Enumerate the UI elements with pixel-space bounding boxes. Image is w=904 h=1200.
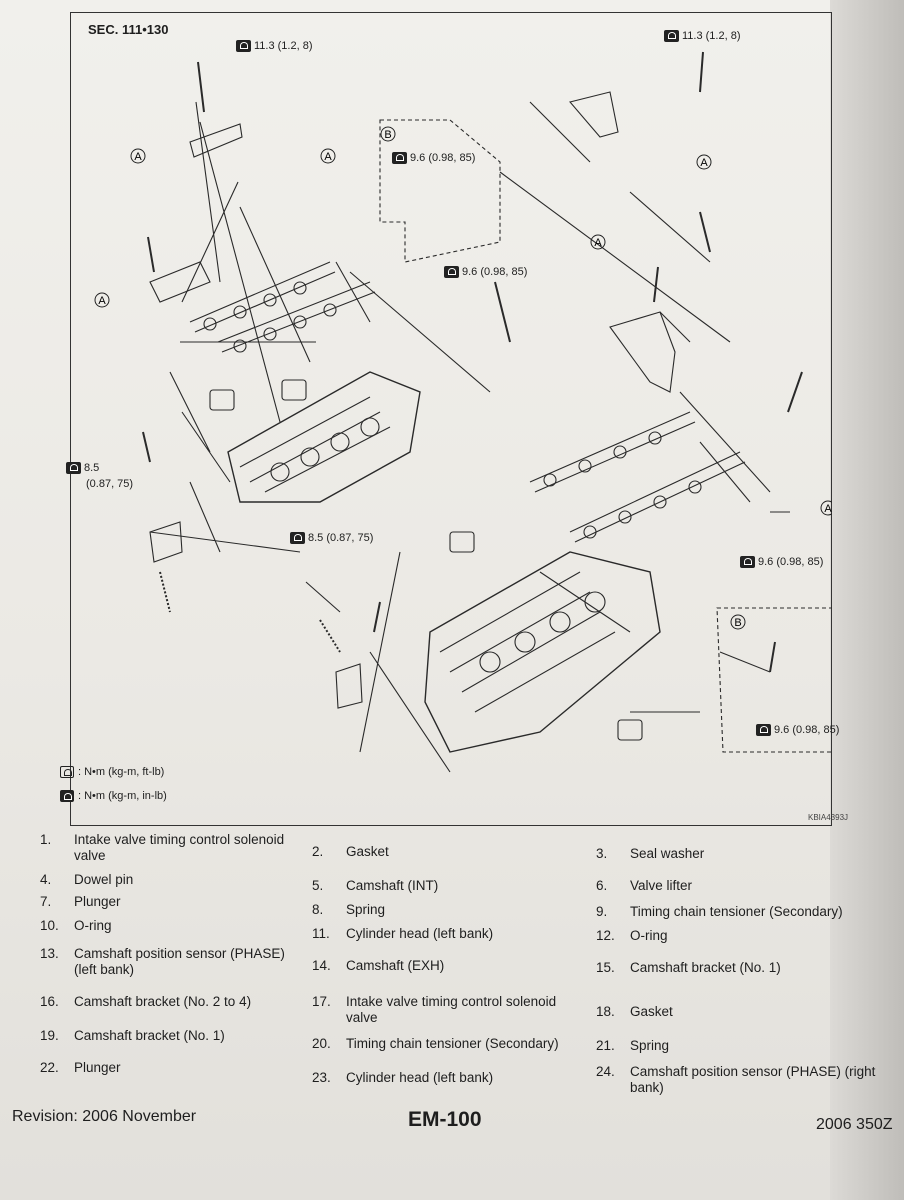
revision-date: Revision: 2006 November xyxy=(12,1108,197,1125)
list-item: 14.Camshaft (EXH) xyxy=(312,958,445,973)
list-item: 20.Timing chain tensioner (Secondary) xyxy=(312,1036,559,1051)
torque-label: 11.3 (1.2, 8) xyxy=(236,40,313,52)
list-item: 11.Cylinder head (left bank) xyxy=(312,926,494,941)
callout-a: A xyxy=(324,151,332,163)
callout-b: B xyxy=(384,129,391,141)
diagram-frame xyxy=(70,12,832,826)
torque-label: (0.87, 75) xyxy=(86,478,134,490)
torque-icon xyxy=(756,724,771,736)
page-edge-shadow xyxy=(830,0,904,1200)
list-item: 12.O-ring xyxy=(596,928,668,943)
list-item: 23.Cylinder head (left bank) xyxy=(312,1070,494,1085)
list-item: 21.Spring xyxy=(596,1038,670,1053)
list-item: 4.Dowel pin xyxy=(40,872,134,887)
torque-icon xyxy=(66,462,81,474)
torque-label: 9.6 (0.98, 85) xyxy=(392,152,475,164)
manual-page xyxy=(0,0,840,1200)
list-item: 17.Intake valve timing control solenoid … xyxy=(312,994,557,1025)
list-item: 2.Gasket xyxy=(312,844,389,859)
callout-a: A xyxy=(700,157,708,169)
list-item: 5.Camshaft (INT) xyxy=(312,878,439,893)
exploded-view-diagram: A A B A A A A B xyxy=(94,51,832,773)
list-item: 7.Plunger xyxy=(40,894,121,909)
torque-label: 11.3 (1.2, 8) xyxy=(664,30,741,42)
torque-icon xyxy=(392,152,407,164)
torque-label: 8.5 xyxy=(66,462,99,474)
list-item: 16.Camshaft bracket (No. 2 to 4) xyxy=(40,994,252,1009)
torque-label: 9.6 (0.98, 85) xyxy=(444,266,527,278)
torque-icon xyxy=(290,532,305,544)
list-item: 9.Timing chain tensioner (Secondary) xyxy=(596,904,843,919)
callout-b: B xyxy=(734,617,741,629)
list-item: 13.Camshaft position sensor (PHASE) (lef… xyxy=(40,946,285,977)
torque-label: 9.6 (0.98, 85) xyxy=(740,556,823,568)
torque-outline-icon xyxy=(60,766,74,778)
section-label: SEC. 111•130 xyxy=(88,22,169,37)
list-item: 22.Plunger xyxy=(40,1060,121,1075)
list-item: 6.Valve lifter xyxy=(596,878,693,893)
list-item: 24.Camshaft position sensor (PHASE) (rig… xyxy=(596,1064,876,1095)
list-item: 18.Gasket xyxy=(596,1004,673,1019)
figure-code: KBIA4393J xyxy=(808,813,849,822)
callout-a: A xyxy=(98,295,106,307)
page-number: EM-100 xyxy=(408,1108,482,1131)
callout-a: A xyxy=(134,151,142,163)
list-item: 15.Camshaft bracket (No. 1) xyxy=(596,960,781,975)
torque-icon xyxy=(740,556,755,568)
torque-label: 9.6 (0.98, 85) xyxy=(756,724,839,736)
list-item: 19.Camshaft bracket (No. 1) xyxy=(40,1028,225,1043)
legend-ft-lb: : N•m (kg-m, ft-lb) xyxy=(60,766,164,778)
list-item: 8.Spring xyxy=(312,902,386,917)
torque-icon xyxy=(444,266,459,278)
torque-icon xyxy=(236,40,251,52)
callout-a: A xyxy=(824,503,832,515)
list-item: 3.Seal washer xyxy=(596,846,705,861)
torque-label: 8.5 (0.87, 75) xyxy=(290,532,373,544)
legend-in-lb: : N•m (kg-m, in-lb) xyxy=(60,790,167,802)
callout-a: A xyxy=(594,237,602,249)
list-item: 10.O-ring xyxy=(40,918,112,933)
torque-filled-icon xyxy=(60,790,74,802)
torque-icon xyxy=(664,30,679,42)
model-year: 2006 350Z xyxy=(816,1116,893,1133)
list-item: 1.Intake valve timing control solenoid v… xyxy=(40,832,285,863)
